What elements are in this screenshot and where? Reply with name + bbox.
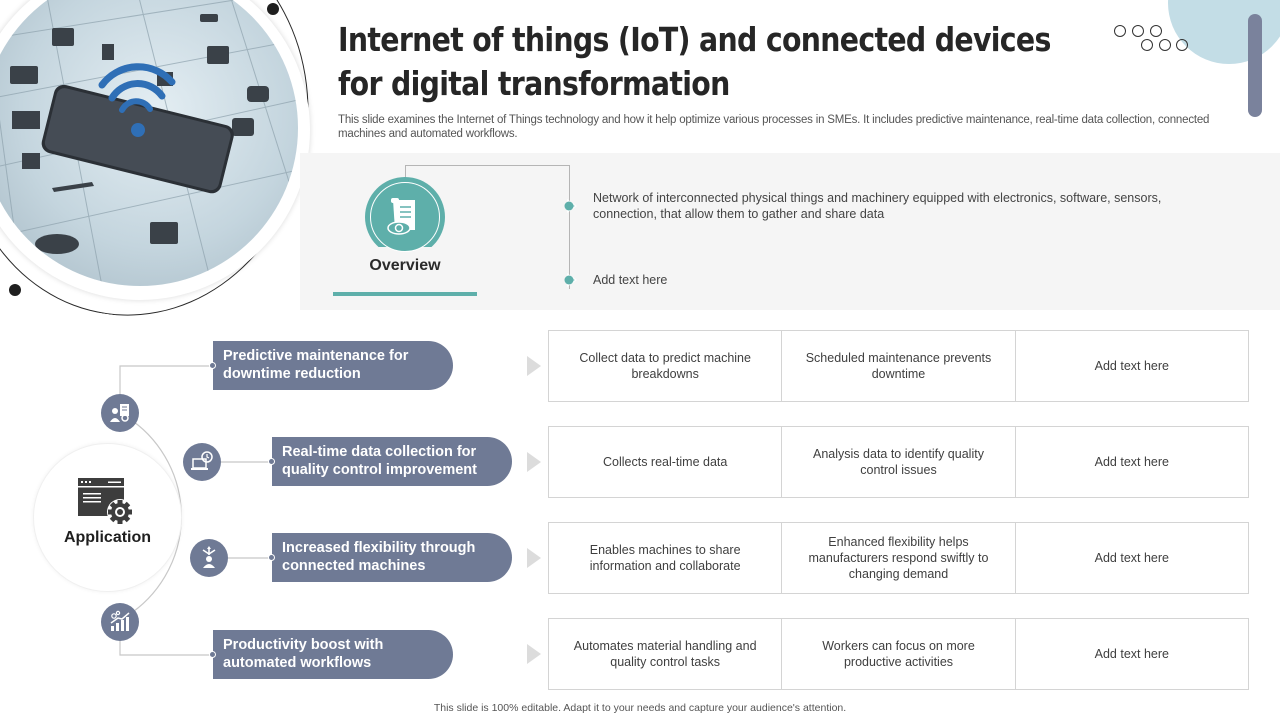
detail-cell: Collects real-time data — [602, 455, 728, 469]
detail-cell: Add text here — [1014, 523, 1248, 593]
detail-cell: Add text here — [1014, 619, 1248, 689]
growth-chart-gears-icon — [101, 603, 139, 641]
overview-point: Add text here — [593, 273, 668, 287]
connector-dot — [268, 458, 275, 465]
laptop-clock-icon — [183, 443, 221, 481]
overview-underline — [333, 292, 477, 296]
arrow-right-icon — [527, 452, 541, 472]
iot-devices-image — [0, 0, 298, 286]
application-details-row: Collects real-time data Analysis data to… — [548, 426, 1249, 498]
application-item-title: Predictive maintenance for downtime redu… — [213, 341, 453, 390]
application-hub — [33, 443, 182, 592]
app-window-gear-icon — [78, 478, 133, 525]
decorative-dots — [1114, 25, 1194, 55]
arrow-right-icon — [527, 356, 541, 376]
application-item-title: Productivity boost with automated workfl… — [213, 630, 453, 679]
document-eye-icon — [370, 182, 440, 252]
overview-label: Overview — [369, 257, 441, 274]
decorative-bar — [1248, 14, 1262, 117]
footer-note: This slide is 100% editable. Adapt it to… — [433, 702, 847, 714]
arrow-right-icon — [527, 548, 541, 568]
connector-dot — [268, 554, 275, 561]
connector-line — [405, 165, 570, 166]
detail-cell: Enables machines to share information an… — [589, 543, 741, 573]
detail-cell: Add text here — [1014, 331, 1248, 401]
detail-cell: Analysis data to identify quality contro… — [781, 427, 1014, 497]
application-details-row: Collect data to predict machine breakdow… — [548, 330, 1249, 402]
detail-cell: Collect data to predict machine breakdow… — [579, 351, 751, 381]
application-label: Application — [63, 529, 152, 546]
person-arrows-icon — [190, 539, 228, 577]
connector-line — [405, 165, 406, 181]
application-details-row: Automates material handling and quality … — [548, 618, 1249, 690]
bullet-marker-icon — [564, 199, 577, 213]
page-title: Internet of things (IoT) and connected d… — [338, 20, 1051, 103]
connector-dot — [209, 362, 216, 369]
application-details-row: Enables machines to share information an… — [548, 522, 1249, 594]
detail-cell: Add text here — [1014, 427, 1248, 497]
detail-cell: Workers can focus on more productive act… — [781, 619, 1014, 689]
overview-section — [300, 153, 1280, 310]
connector-dot — [209, 651, 216, 658]
application-item-title: Real-time data collection for quality co… — [272, 437, 512, 486]
application-item-title: Increased flexibility through connected … — [272, 533, 512, 582]
arrow-right-icon — [527, 644, 541, 664]
detail-cell: Scheduled maintenance prevents downtime — [781, 331, 1014, 401]
worker-document-icon — [101, 394, 139, 432]
decorative-dot — [9, 284, 21, 296]
detail-cell: Enhanced flexibility helps manufacturers… — [781, 523, 1014, 593]
detail-cell: Automates material handling and quality … — [573, 639, 757, 669]
decorative-dot — [267, 3, 279, 15]
page-subtitle: This slide examines the Internet of Thin… — [338, 114, 1210, 140]
connector-line — [569, 165, 570, 289]
bullet-marker-icon — [564, 273, 577, 287]
overview-point: Network of interconnected physical thing… — [593, 191, 1162, 221]
